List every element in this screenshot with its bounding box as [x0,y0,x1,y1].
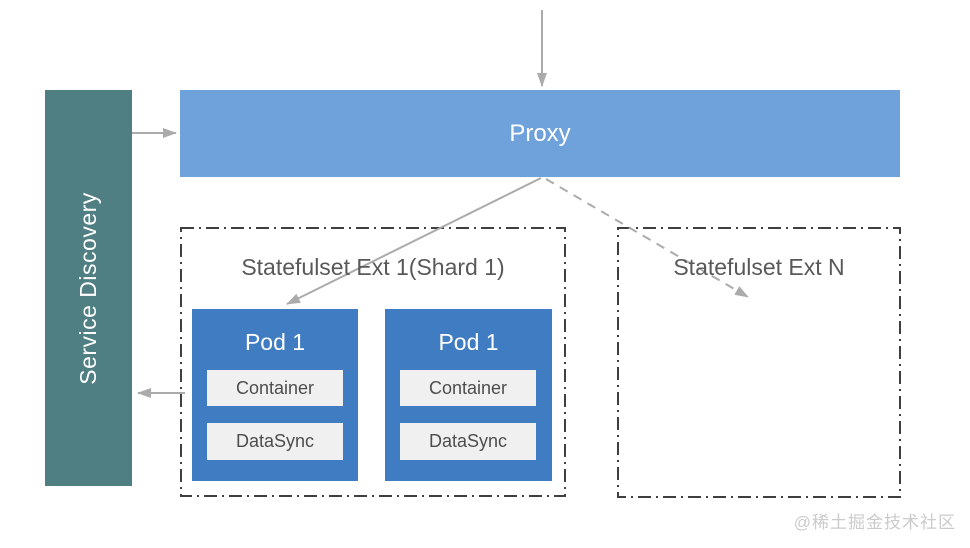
container-box: Container [400,370,536,406]
shard1-title: Statefulset Ext 1(Shard 1) [241,254,505,280]
pod-label: Pod 1 [438,329,499,355]
container-box: Container [207,370,343,406]
watermark-text: @稀土掘金技术社区 [793,513,956,532]
pod-box-1: Pod 1 Container DataSync [192,309,358,481]
service-discovery-box: Service Discovery [45,90,132,486]
datasync-box: DataSync [207,423,343,460]
proxy-label: Proxy [509,119,571,147]
shardN-title: Statefulset Ext N [673,254,845,280]
pod-box-2: Pod 1 Container DataSync [385,309,552,481]
service-discovery-label: Service Discovery [75,191,102,385]
proxy-box: Proxy [180,90,900,177]
proxy-to-pod1-arrow [286,177,542,305]
pod-label: Pod 1 [244,329,306,355]
datasync-box: DataSync [400,423,536,460]
